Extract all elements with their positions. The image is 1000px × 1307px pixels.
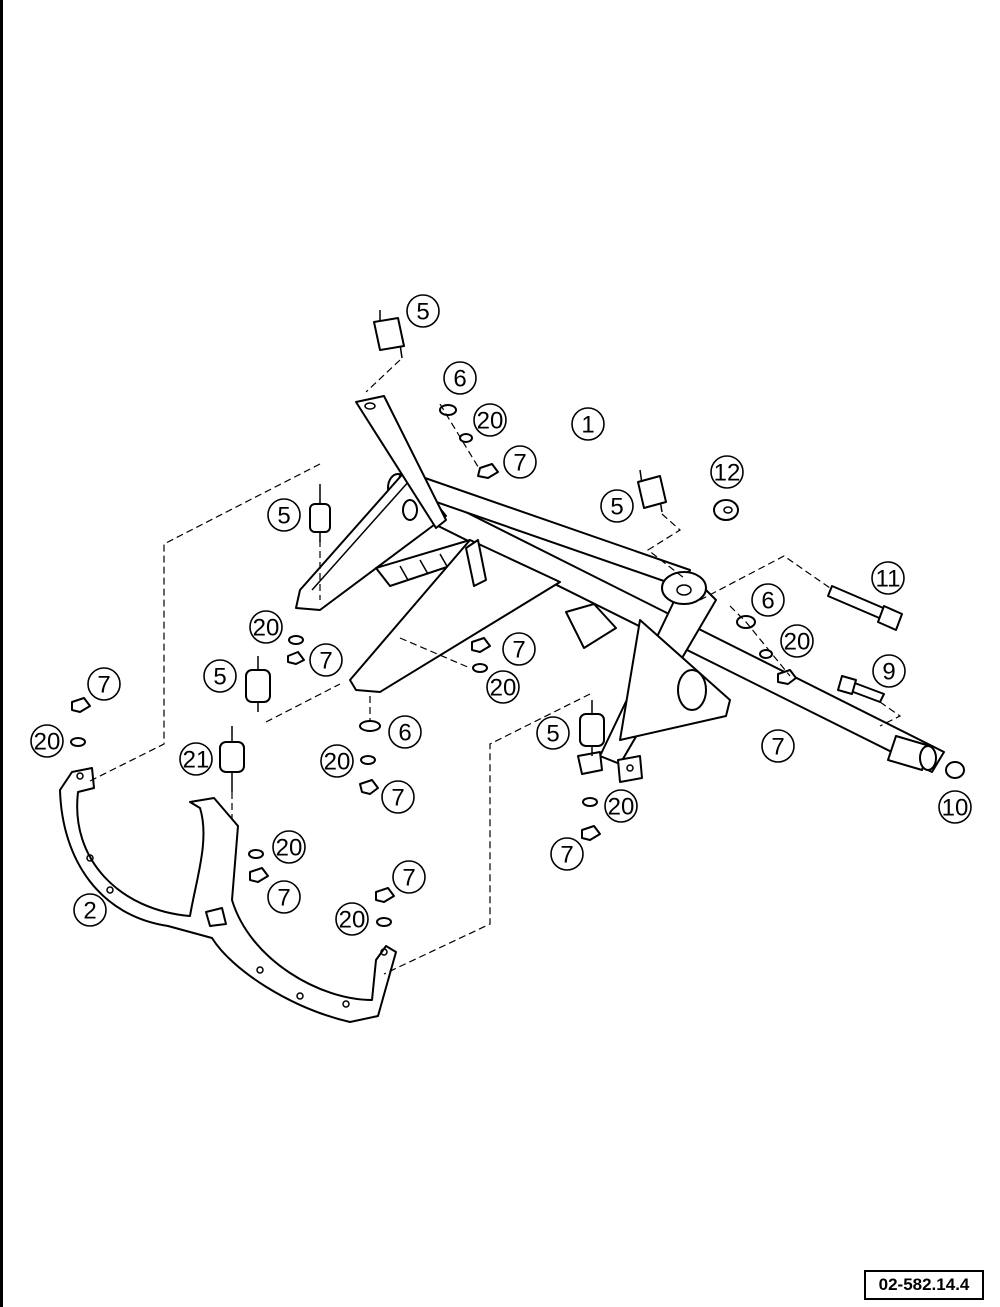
callout: 7 xyxy=(87,667,121,701)
callout-label: 20 xyxy=(324,749,351,776)
callout-label: 10 xyxy=(942,795,969,822)
callout-label: 20 xyxy=(34,729,61,756)
callout-label: 7 xyxy=(319,648,332,675)
callout: 20 xyxy=(473,403,507,437)
callout: 7 xyxy=(502,632,536,666)
callout: 6 xyxy=(388,715,422,749)
callout-label: 7 xyxy=(560,842,573,869)
callout: 20 xyxy=(272,830,306,864)
callout-label: 7 xyxy=(771,734,784,761)
rubber-mount xyxy=(245,656,271,712)
main-frame xyxy=(295,395,945,783)
callout: 1 xyxy=(571,407,605,441)
callout-label: 9 xyxy=(882,659,895,686)
callout-label: 6 xyxy=(761,588,774,615)
callout-label: 7 xyxy=(97,672,110,699)
callout: 7 xyxy=(503,445,537,479)
end-cap xyxy=(945,761,965,779)
callout: 20 xyxy=(30,724,64,758)
callout: 20 xyxy=(320,744,354,778)
callout-label: 20 xyxy=(276,835,303,862)
callout-label: 11 xyxy=(876,566,901,593)
spacer xyxy=(713,499,739,521)
callout-label: 7 xyxy=(513,450,526,477)
callout: 7 xyxy=(392,860,426,894)
callout: 5 xyxy=(267,498,301,532)
callout-label: 12 xyxy=(714,460,741,487)
callout: 20 xyxy=(780,624,814,658)
callout: 5 xyxy=(600,489,634,523)
callout: 20 xyxy=(604,789,638,823)
callout-label: 7 xyxy=(402,865,415,892)
callout: 11 xyxy=(871,561,905,595)
rubber-mount xyxy=(373,310,405,359)
callout: 9 xyxy=(872,654,906,688)
callout: 5 xyxy=(406,294,440,328)
callout-label: 6 xyxy=(453,366,466,393)
assembly-lines xyxy=(87,359,902,975)
callout-label: 21 xyxy=(183,747,210,774)
callout: 7 xyxy=(267,880,301,914)
callout: 7 xyxy=(761,729,795,763)
callout: 6 xyxy=(751,583,785,617)
rubber-mount xyxy=(637,469,667,513)
callout-label: 20 xyxy=(339,907,366,934)
callout-label: 7 xyxy=(277,885,290,912)
callout-label: 1 xyxy=(581,412,594,439)
callout-label: 20 xyxy=(477,408,504,435)
hardware-washers-nuts xyxy=(70,404,797,927)
rubber-mount xyxy=(219,726,245,792)
page-border xyxy=(0,0,3,1307)
callout: 20 xyxy=(335,902,369,936)
callout-label: 7 xyxy=(391,785,404,812)
callout: 20 xyxy=(249,610,283,644)
callout-label: 20 xyxy=(253,615,280,642)
callout: 20 xyxy=(486,670,520,704)
callout: 12 xyxy=(710,455,744,489)
callout-label: 5 xyxy=(213,664,226,691)
callout-label: 5 xyxy=(610,494,623,521)
callout-label: 20 xyxy=(784,629,811,656)
callout: 7 xyxy=(309,643,343,677)
bolt xyxy=(837,675,885,703)
callout: 6 xyxy=(443,361,477,395)
rubber-mount xyxy=(309,484,331,542)
callout-label: 5 xyxy=(277,503,290,530)
bell-housing-plate xyxy=(59,767,397,1023)
callout: 7 xyxy=(381,780,415,814)
callout-label: 2 xyxy=(83,898,96,925)
callout-label: 5 xyxy=(416,299,429,326)
callout: 10 xyxy=(938,790,972,824)
callout: 21 xyxy=(179,742,213,776)
callout-label: 7 xyxy=(512,637,525,664)
callout: 2 xyxy=(73,893,107,927)
drawing-code: 02-582.14.4 xyxy=(864,1270,984,1300)
rubber-mount xyxy=(579,700,605,756)
callout-label: 6 xyxy=(398,720,411,747)
callout-label: 20 xyxy=(608,794,635,821)
bolt xyxy=(827,585,903,631)
callout-label: 5 xyxy=(546,721,559,748)
callout: 5 xyxy=(536,716,570,750)
callout: 5 xyxy=(203,659,237,693)
callout: 7 xyxy=(550,837,584,871)
callout-label: 20 xyxy=(490,675,517,702)
